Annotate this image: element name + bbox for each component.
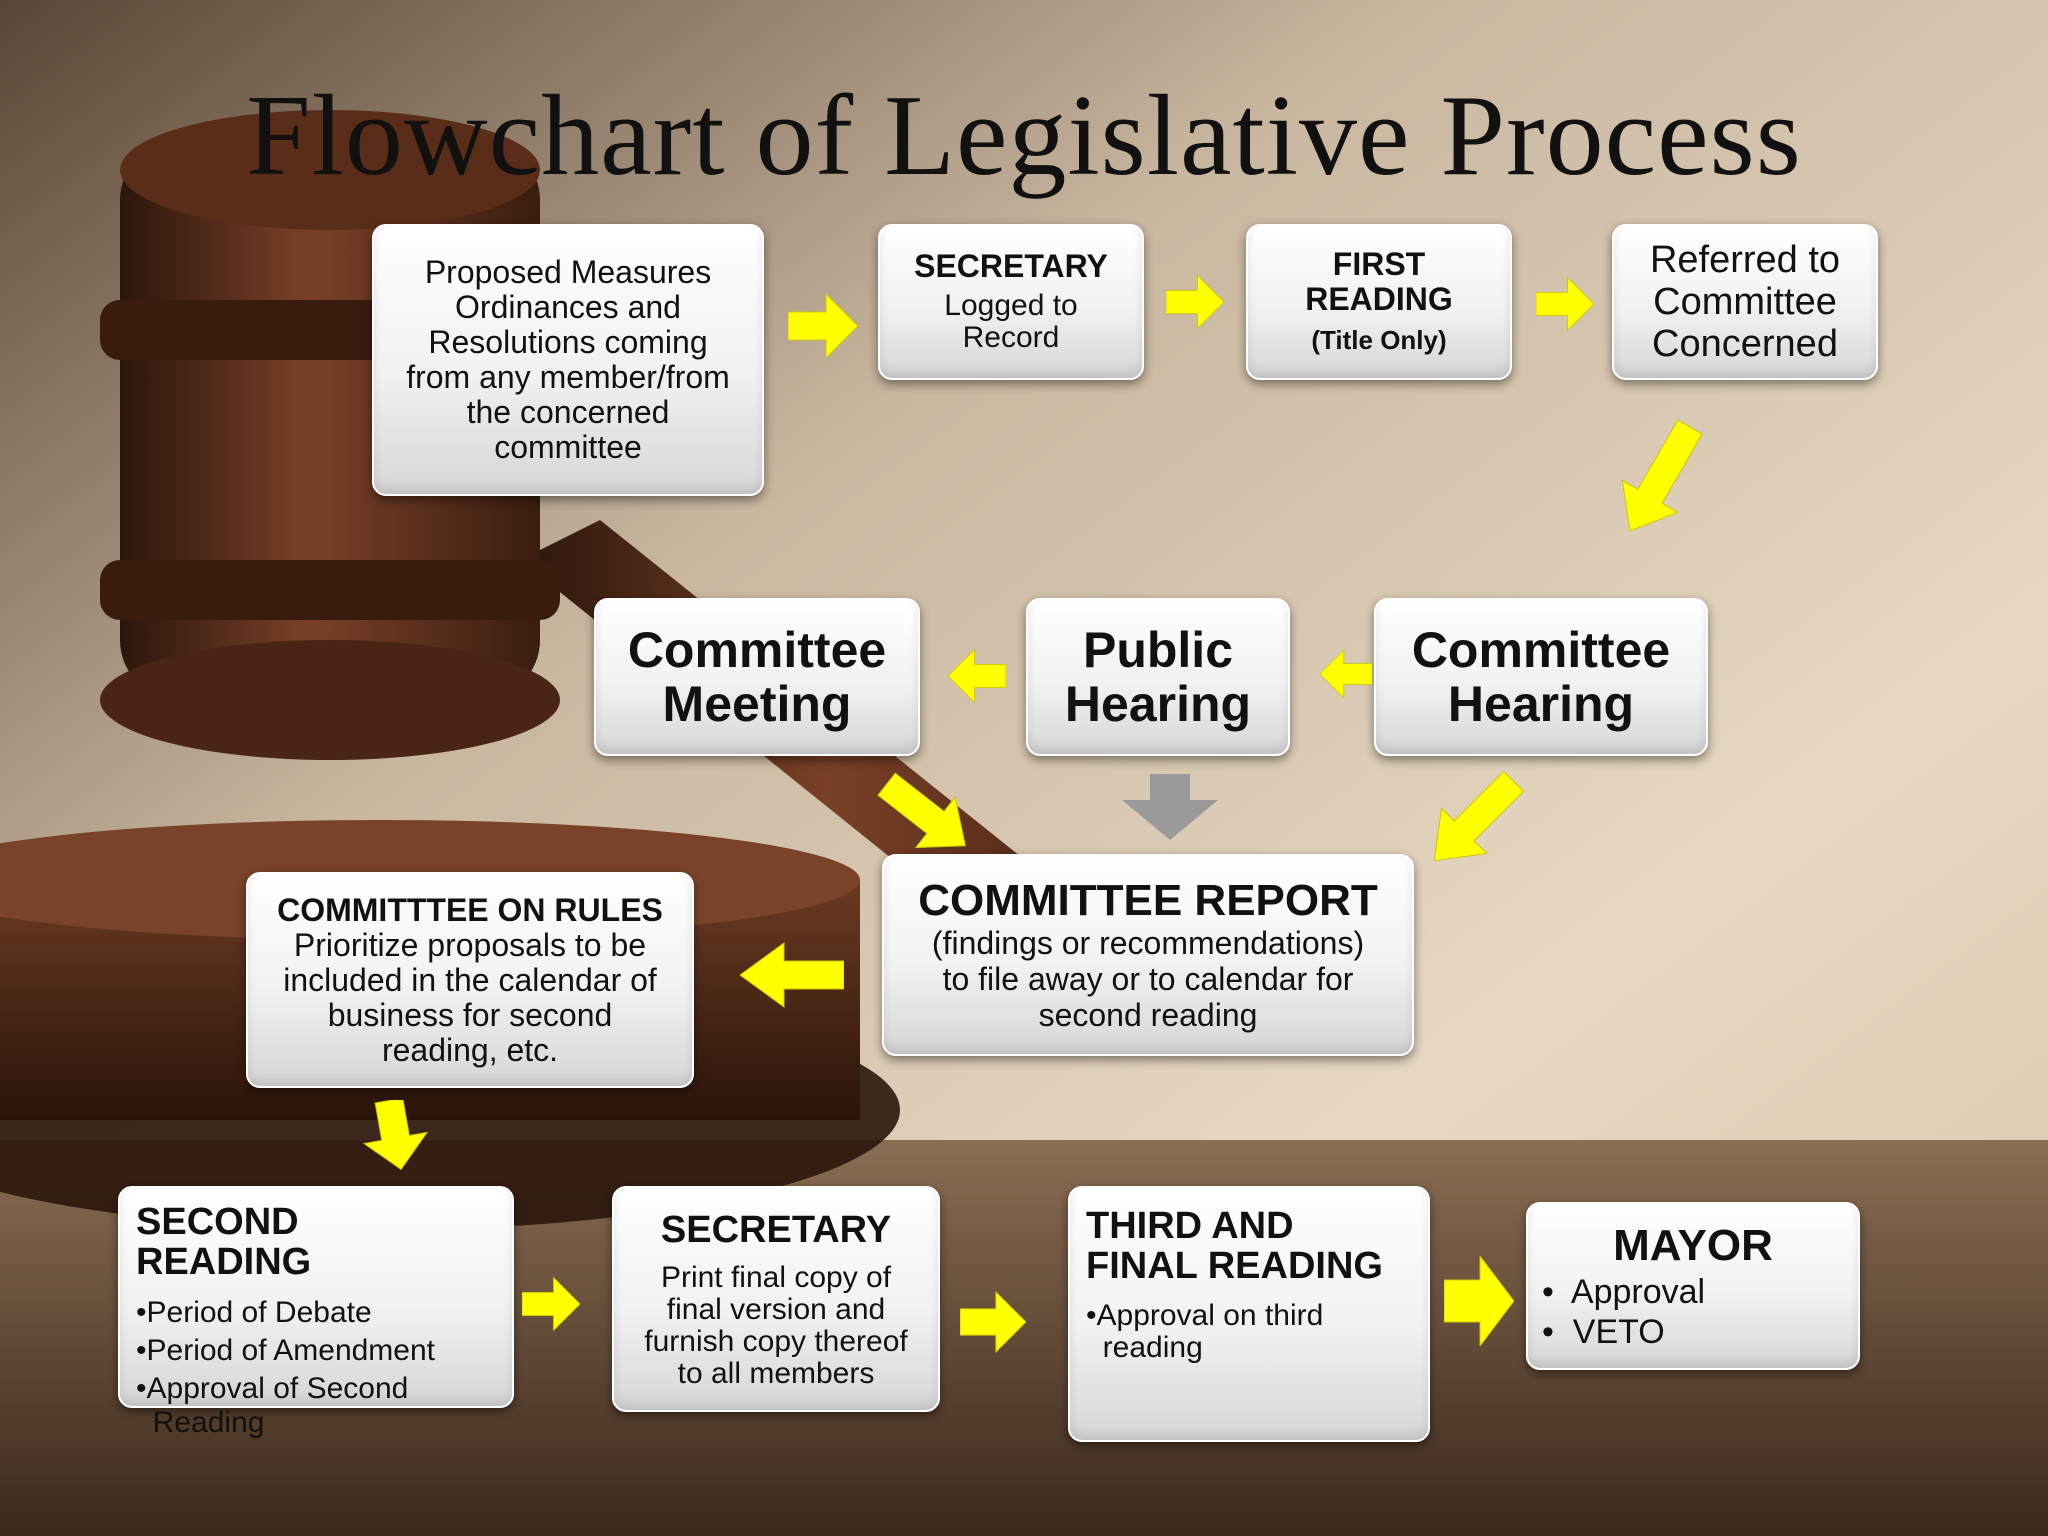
box-heading: SECOND bbox=[136, 1201, 299, 1243]
arrow-right-icon bbox=[1444, 1256, 1514, 1346]
arrow-down-icon bbox=[1122, 774, 1218, 840]
list-item: •Approval on third bbox=[1086, 1299, 1324, 1332]
box-text-line: from any member/from bbox=[406, 359, 730, 395]
box-text-line: Hearing bbox=[1064, 676, 1252, 732]
box-text-line: Record bbox=[962, 321, 1060, 354]
box-text-line: to all members bbox=[677, 1357, 875, 1390]
box-text-line: (findings or recommendations) bbox=[931, 925, 1365, 961]
arrow-right-icon bbox=[522, 1276, 580, 1332]
box-text-line: Meeting bbox=[662, 676, 852, 732]
arrow-right-icon bbox=[1166, 274, 1224, 330]
box-text-line: included in the calendar of bbox=[283, 961, 657, 998]
secretary-log-box: SECRETARY Logged to Record bbox=[878, 224, 1144, 380]
list-item: Reading bbox=[136, 1406, 265, 1439]
box-text-line: Referred to bbox=[1649, 239, 1841, 281]
box-text-line: reading, etc. bbox=[381, 1031, 559, 1068]
list-item: •Approval of Second bbox=[136, 1372, 409, 1405]
list-item: • Approval bbox=[1542, 1273, 1706, 1311]
secretary-print-box: SECRETARY Print final copy of final vers… bbox=[612, 1186, 940, 1412]
arrow-down-left-icon bbox=[1433, 770, 1525, 862]
box-subtext: (Title Only) bbox=[1311, 324, 1447, 355]
referred-committee-box: Referred to Committee Concerned bbox=[1612, 224, 1878, 380]
box-text-line: Resolutions coming bbox=[428, 324, 708, 360]
box-heading: READING bbox=[136, 1241, 312, 1283]
list-item: reading bbox=[1086, 1331, 1203, 1364]
box-text-line: Proposed Measures bbox=[424, 254, 712, 290]
box-text-line: Concerned bbox=[1652, 323, 1838, 365]
committee-on-rules-box: COMMITTTEE ON RULES Prioritize proposals… bbox=[246, 872, 694, 1088]
committee-hearing-box: Committee Hearing bbox=[1374, 598, 1708, 756]
arrow-down-right-icon bbox=[877, 772, 967, 849]
box-text-line: Prioritize proposals to be bbox=[293, 926, 647, 963]
arrow-right-icon bbox=[960, 1290, 1026, 1354]
box-text-line: final version and bbox=[666, 1293, 886, 1326]
box-text-line: Logged to bbox=[944, 289, 1078, 322]
box-text-line: furnish copy thereof bbox=[644, 1325, 908, 1358]
second-reading-box: SECOND READING •Period of Debate •Period… bbox=[118, 1186, 514, 1438]
box-text-line: the concerned bbox=[466, 394, 670, 430]
box-text-line: second reading bbox=[1038, 997, 1258, 1033]
box-heading: COMMITTEE REPORT bbox=[918, 876, 1378, 925]
box-heading: SECRETARY bbox=[660, 1209, 892, 1251]
box-heading: FIRST bbox=[1332, 245, 1426, 282]
box-heading: COMMITTTEE ON RULES bbox=[277, 891, 663, 928]
box-text-line: business for second bbox=[327, 996, 613, 1033]
arrow-left-icon bbox=[740, 942, 844, 1008]
committee-report-box: COMMITTEE REPORT (findings or recommenda… bbox=[882, 854, 1414, 1056]
list-item: •Period of Debate bbox=[136, 1296, 372, 1329]
box-text-line: Committee bbox=[1411, 622, 1671, 678]
box-heading: FINAL READING bbox=[1086, 1245, 1383, 1287]
box-heading: THIRD AND bbox=[1086, 1205, 1294, 1247]
third-reading-box: THIRD AND FINAL READING •Approval on thi… bbox=[1068, 1186, 1430, 1442]
page-title: Flowchart of Legislative Process bbox=[246, 72, 1802, 200]
arrow-left-icon bbox=[1320, 649, 1372, 699]
box-text-line: Hearing bbox=[1447, 676, 1635, 732]
arrow-right-icon bbox=[1536, 276, 1594, 332]
box-heading: MAYOR bbox=[1613, 1221, 1773, 1270]
public-hearing-box: Public Hearing bbox=[1026, 598, 1290, 756]
arrow-down-icon bbox=[362, 1100, 429, 1170]
first-reading-box: FIRST READING (Title Only) bbox=[1246, 224, 1512, 380]
committee-meeting-box: Committee Meeting bbox=[594, 598, 920, 756]
box-text-line: to file away or to calendar for bbox=[942, 961, 1354, 997]
box-text-line: Print final copy of bbox=[660, 1261, 892, 1294]
proposed-measures-box: Proposed Measures Ordinances and Resolut… bbox=[372, 224, 764, 496]
box-text-line: Committee bbox=[627, 622, 887, 678]
arrow-left-icon bbox=[948, 648, 1006, 704]
box-heading: SECRETARY bbox=[914, 248, 1108, 284]
arrow-right-icon bbox=[788, 294, 858, 358]
box-text-line: Public bbox=[1082, 622, 1234, 678]
mayor-box: MAYOR • Approval • VETO bbox=[1526, 1202, 1860, 1370]
box-text-line: committee bbox=[494, 429, 642, 465]
arrow-down-left-icon bbox=[1621, 419, 1703, 532]
box-text-line: Committee bbox=[1653, 281, 1837, 323]
list-item: • VETO bbox=[1542, 1313, 1665, 1351]
box-text-line: Ordinances and bbox=[455, 289, 681, 325]
box-heading: READING bbox=[1305, 280, 1453, 317]
list-item: •Period of Amendment bbox=[136, 1334, 436, 1367]
